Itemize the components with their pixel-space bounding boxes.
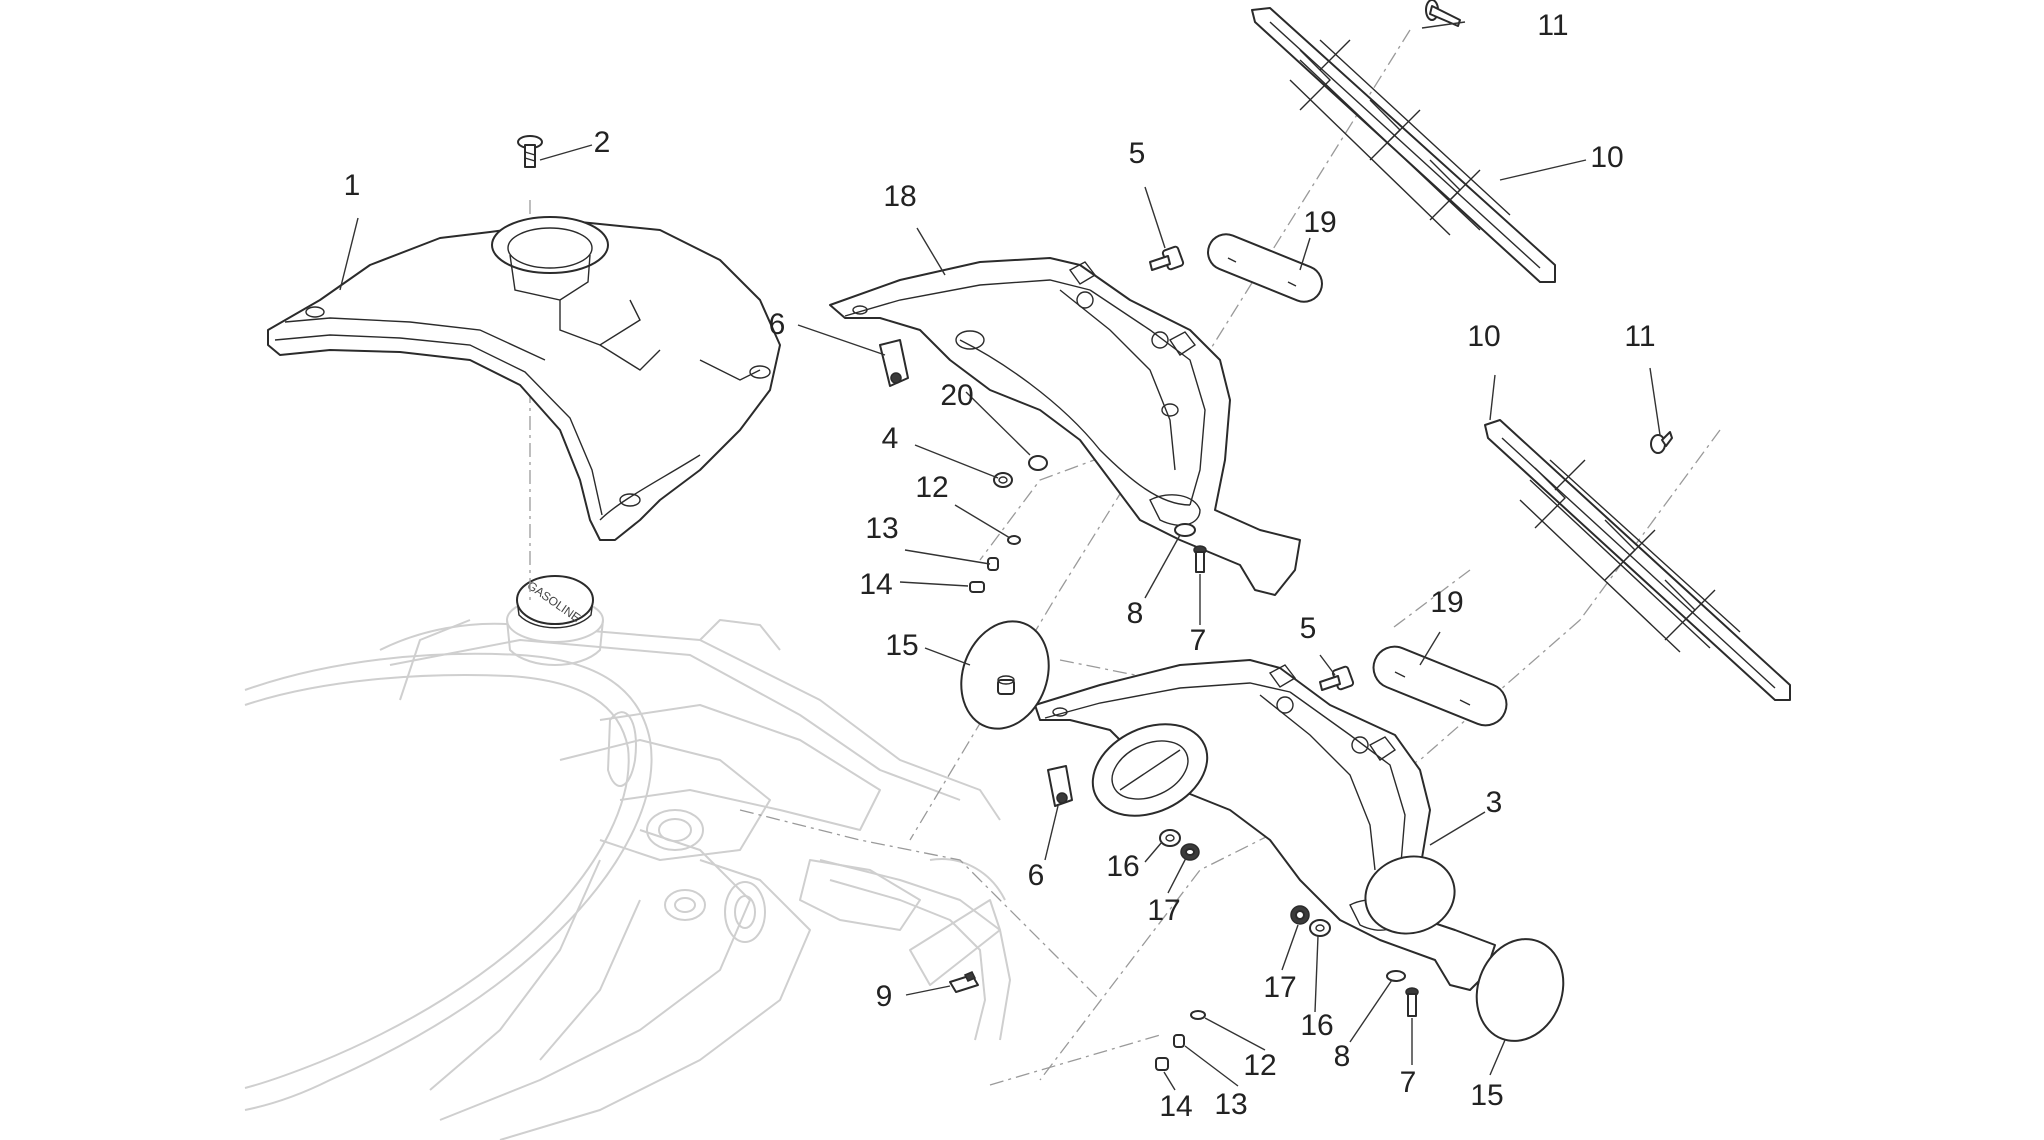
part-8-washer-lower	[1386, 970, 1406, 982]
callout-5-lower: 5	[1300, 612, 1317, 645]
part-4-nut-upper	[993, 472, 1013, 488]
callout-19-upper: 19	[1303, 206, 1336, 239]
part-14-nut-lower	[1155, 1057, 1169, 1071]
callout-15-upper: 15	[885, 629, 918, 662]
callout-20: 20	[940, 379, 973, 412]
part-20-washer	[1028, 455, 1048, 471]
part-9-connector	[949, 971, 979, 993]
part-19-pad-lower	[1372, 645, 1508, 727]
callout-6-lower: 6	[1028, 859, 1045, 892]
callout-16-mid: 16	[1106, 850, 1139, 883]
callout-14-lower: 14	[1159, 1090, 1192, 1123]
callout-17-low: 17	[1263, 971, 1296, 1004]
part-7-screw-lower	[1405, 987, 1419, 1017]
part-18-plate-holder-upper	[829, 257, 1301, 596]
callout-4: 4	[882, 422, 899, 455]
callout-5-upper: 5	[1129, 137, 1146, 170]
part-6-clip-upper	[879, 339, 909, 387]
leader-lines	[339, 21, 1661, 1091]
part-16-washer-low	[1309, 919, 1331, 937]
callout-14-upper: 14	[859, 568, 892, 601]
callout-6-upper: 6	[769, 308, 786, 341]
callout-1: 1	[344, 169, 361, 202]
callout-8-upper: 8	[1127, 597, 1144, 630]
part-1-rear-cover	[267, 216, 781, 541]
assembly-chain-lines	[529, 29, 1721, 1086]
part-6-clip-lower	[1047, 765, 1073, 807]
part-10-plate-frame-upper	[1251, 7, 1556, 283]
callout-8-lower: 8	[1334, 1040, 1351, 1073]
callout-9: 9	[876, 980, 893, 1013]
callout-11-upper: 11	[1537, 9, 1568, 42]
part-15-reflector-upper	[960, 620, 1050, 730]
part-11-screw-lower	[1650, 431, 1673, 454]
part-17-nut-mid	[1180, 843, 1200, 861]
part-5-bolt-upper	[1149, 245, 1185, 271]
part-3-plate-holder-lower	[1034, 659, 1496, 991]
callout-7-upper: 7	[1190, 624, 1207, 657]
part-7-screw-upper	[1193, 545, 1207, 573]
callout-13-lower: 13	[1214, 1088, 1247, 1121]
callout-13-upper: 13	[865, 512, 898, 545]
callout-2: 2	[594, 126, 611, 159]
callout-16-low: 16	[1300, 1009, 1333, 1042]
part-17-nut-low	[1290, 905, 1310, 925]
callout-10-lower: 10	[1467, 320, 1500, 353]
callout-15-lower: 15	[1470, 1079, 1503, 1112]
callout-17-mid: 17	[1147, 894, 1180, 927]
part-15-reflector-lower	[1364, 855, 1565, 1042]
callout-18: 18	[883, 180, 916, 213]
part-8-washer-upper	[1174, 523, 1196, 537]
part-14-nut-upper	[969, 581, 985, 593]
callout-10-upper: 10	[1590, 141, 1623, 174]
callout-12-lower: 12	[1243, 1049, 1276, 1082]
part-5-bolt-lower	[1319, 665, 1355, 691]
part-12-washer-lower	[1190, 1010, 1206, 1020]
part-16-washer-mid	[1159, 829, 1181, 847]
part-13-spring-lower	[1173, 1034, 1185, 1048]
part-19-pad-upper	[1207, 233, 1323, 303]
callout-7-lower: 7	[1400, 1066, 1417, 1099]
fuel-tank-cap: GASOLINE	[506, 575, 604, 666]
callout-19-lower: 19	[1430, 586, 1463, 619]
scooter-frame-background	[244, 619, 1011, 1140]
part-2-screw	[517, 135, 543, 168]
callout-labels: 1 2 3 4 5 5 6 6 7 7 8 8 9 10 10 11 11 12…	[344, 9, 1656, 1123]
callout-11-lower: 11	[1624, 320, 1655, 353]
callout-12-upper: 12	[915, 471, 948, 504]
part-11-screw-upper	[1425, 0, 1461, 27]
part-10-plate-frame-lower	[1484, 419, 1791, 701]
callout-3: 3	[1486, 786, 1503, 819]
part-12-washer-upper	[1007, 535, 1021, 545]
